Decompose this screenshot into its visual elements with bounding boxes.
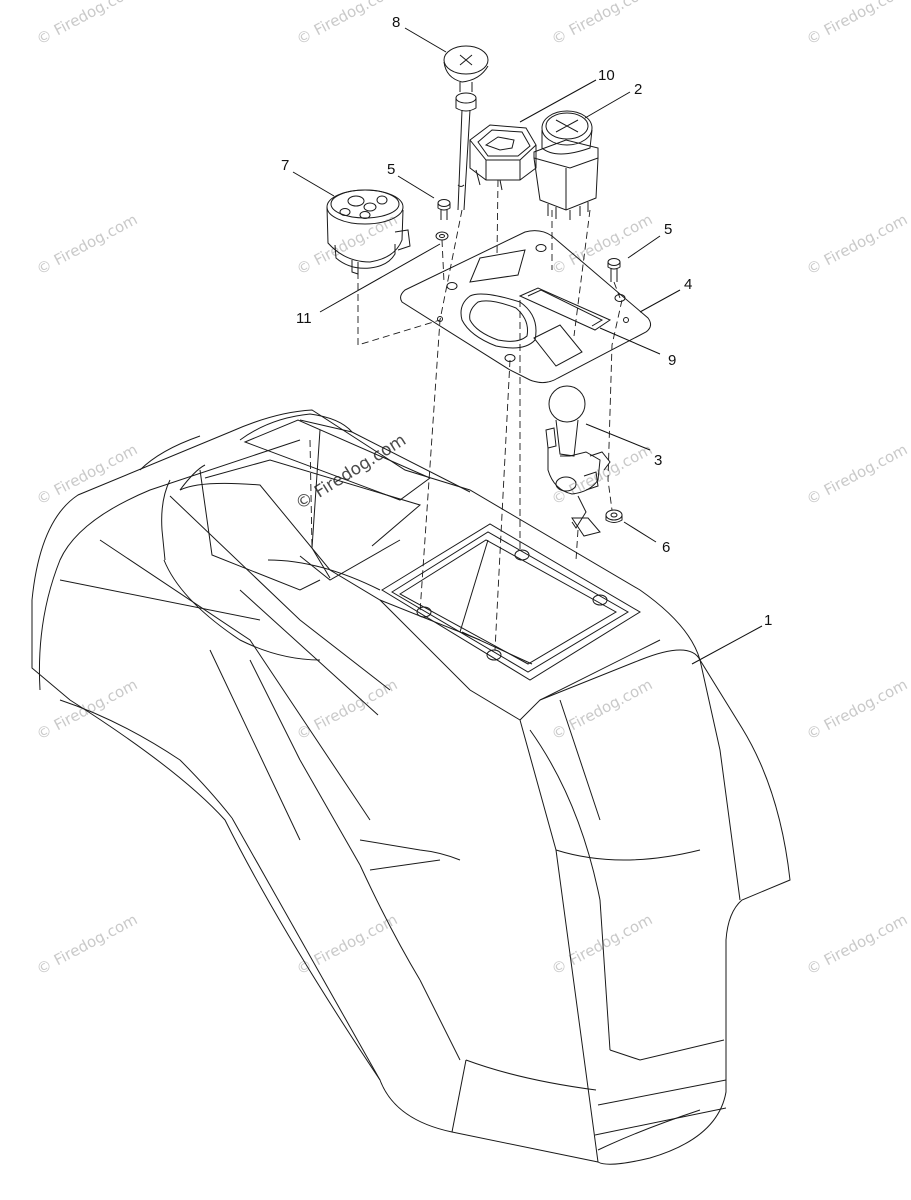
watermark: © Firedog.com [33,210,140,278]
washer [435,231,449,241]
callout-1: 1 [764,612,772,629]
watermark: © Firedog.com [803,210,910,278]
watermark: © Firedog.com [548,675,655,743]
callout-9: 8 [392,14,400,31]
lever-assembly [545,385,611,537]
leader-lines [292,27,763,665]
assembly-lines [309,179,623,651]
watermark-layer: © Firedog.com © Firedog.com © Firedog.co… [33,0,910,979]
watermark: © Firedog.com [803,675,910,743]
callout-10: 10 [598,67,615,84]
callout-4: 4 [684,276,692,293]
callout-labels: 8 10 2 7 5 5 4 11 9 3 6 1 [281,14,772,629]
round-switch [326,189,411,275]
watermark: © Firedog.com [293,210,400,278]
bolt-right [607,258,621,282]
callout-11: 11 [296,310,312,327]
watermark: © Firedog.com [33,0,140,49]
callout-5-left: 5 [387,161,395,178]
push-knob [443,45,489,211]
watermark: © Firedog.com [548,910,655,978]
watermark: © Firedog.com [803,910,910,978]
watermark: © Firedog.com [803,0,910,49]
watermark: © Firedog.com [293,0,400,49]
watermark: © Firedog.com [548,0,655,49]
callout-5-right: 5 [664,221,672,238]
watermark: © Firedog.com [293,910,400,978]
bolt-left [437,199,451,220]
callout-3: 3 [654,452,662,469]
console-body [31,409,791,1165]
key-switch [533,110,599,220]
nut [605,509,623,523]
rocker-switch [469,124,537,191]
watermark: © Firedog.com [803,440,910,508]
watermark: © Firedog.com [33,910,140,978]
callout-2: 2 [634,81,642,98]
mounting-plate [400,230,652,384]
watermark: © Firedog.com [33,440,140,508]
callout-8: 9 [668,352,676,369]
watermark: © Firedog.com [548,210,655,278]
watermark: © Firedog.com [33,675,140,743]
watermark: © Firedog.com [548,440,655,508]
callout-7: 7 [281,157,289,174]
callout-6: 6 [662,539,670,556]
